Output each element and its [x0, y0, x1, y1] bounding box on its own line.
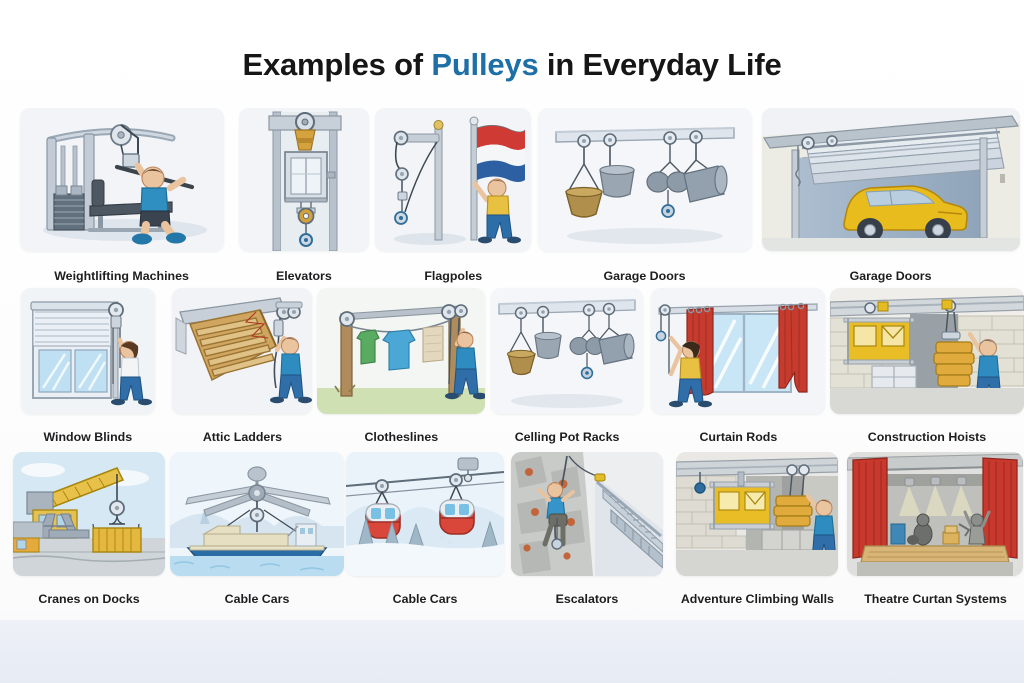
- card-cable-cars-gondola[interactable]: Cable Cars: [346, 452, 504, 610]
- card-curtain-rods[interactable]: Curtain Rods: [649, 288, 828, 448]
- card-label: Escalators: [555, 592, 619, 606]
- page-title: Examples of Pulleys in Everyday Life: [0, 47, 1024, 89]
- card-label: Clotheslines: [364, 430, 439, 444]
- card-label: Garage Doors: [603, 269, 686, 283]
- ceiling-pot-rack-illustration: [491, 288, 644, 414]
- card-label: Window Blinds: [43, 430, 133, 444]
- title-accent-word: Pulleys: [431, 47, 539, 82]
- clothesline-illustration: [317, 288, 486, 414]
- card-label: Weightlifting Machines: [54, 269, 189, 283]
- card-window-blinds[interactable]: Window Blinds: [10, 288, 166, 448]
- card-label: Curtain Rods: [699, 430, 778, 444]
- curtain-rod-illustration: [651, 288, 826, 414]
- card-theatre-curtan-systems[interactable]: Theatre Curtan Systems: [847, 452, 1024, 610]
- card-label: Adventure Climbing Walls: [680, 592, 834, 606]
- card-escalators[interactable]: Escalators: [506, 452, 668, 610]
- card-adventure-climbing-walls[interactable]: Adventure Climbing Walls: [670, 452, 845, 610]
- card-elevators[interactable]: Elevators: [237, 108, 370, 286]
- card-label: Celling Pot Racks: [514, 430, 620, 444]
- card-attic-ladders[interactable]: Attic Ladders: [170, 288, 316, 448]
- card-label: Cranes on Docks: [38, 592, 140, 606]
- card-garage-doors-a[interactable]: Garage Doors: [536, 108, 753, 286]
- card-label: Construction Hoists: [867, 430, 987, 444]
- title-prefix: Examples of: [242, 47, 432, 82]
- card-weightlifting-machines[interactable]: Weightlifting Machines: [10, 108, 233, 286]
- elevator-illustration: [238, 108, 369, 251]
- construction-hoist-illustration: [829, 288, 1024, 414]
- climbing-wall-escalator-illustration: [510, 452, 663, 576]
- card-label: Flagpoles: [424, 269, 483, 283]
- card-cranes-on-docks[interactable]: Cranes on Docks: [10, 452, 168, 610]
- warehouse-hoist-illustration: [676, 452, 839, 576]
- card-celling-pot-racks[interactable]: Celling Pot Racks: [487, 288, 647, 448]
- card-row-2: Window Blinds: [0, 288, 1024, 448]
- ceiling-pot-rack-illustration: [537, 108, 752, 251]
- title-suffix: in Everyday Life: [538, 47, 782, 82]
- flagpole-illustration: [375, 108, 532, 251]
- footer-band: [0, 620, 1024, 683]
- dock-crane-illustration: [13, 452, 165, 576]
- garage-door-illustration: [761, 108, 1020, 251]
- card-garage-doors-b[interactable]: Garage Doors: [757, 108, 1024, 286]
- card-row-1: Weightlifting Machines: [0, 108, 1024, 286]
- card-flagpoles[interactable]: Flagpoles: [375, 108, 532, 286]
- card-label: Elevators: [275, 269, 332, 283]
- card-label: Cable Cars: [392, 592, 458, 606]
- card-cable-cars-ship[interactable]: Cable Cars: [170, 452, 344, 610]
- window-blinds-illustration: [20, 288, 155, 414]
- card-construction-hoists[interactable]: Construction Hoists: [829, 288, 1024, 448]
- card-label: Garage Doors: [849, 269, 932, 283]
- weightlifting-machine-illustration: [19, 108, 224, 251]
- card-label: Attic Ladders: [202, 430, 283, 444]
- theatre-stage-illustration: [847, 452, 1024, 576]
- card-row-3: Cranes on Docks: [0, 452, 1024, 610]
- card-label: Cable Cars: [224, 592, 290, 606]
- card-clotheslines[interactable]: Clotheslines: [317, 288, 486, 448]
- gondola-cable-car-illustration: [346, 452, 504, 576]
- ship-crane-illustration: [170, 452, 344, 576]
- card-label: Theatre Curtan Systems: [864, 592, 1007, 606]
- attic-ladder-illustration: [172, 288, 313, 414]
